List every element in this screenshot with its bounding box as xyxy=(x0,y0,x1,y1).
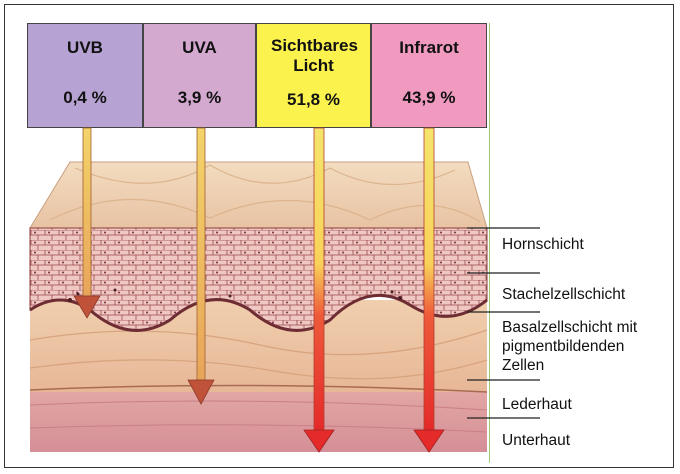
label-basalzellschicht: Basalzellschicht mit pigmentbildenden Ze… xyxy=(502,318,637,375)
label-hornschicht: Hornschicht xyxy=(502,235,584,254)
label-stachelzellschicht: Stachelzellschicht xyxy=(502,285,625,304)
label-unterhaut: Unterhaut xyxy=(502,431,570,450)
label-lederhaut: Lederhaut xyxy=(502,395,572,414)
